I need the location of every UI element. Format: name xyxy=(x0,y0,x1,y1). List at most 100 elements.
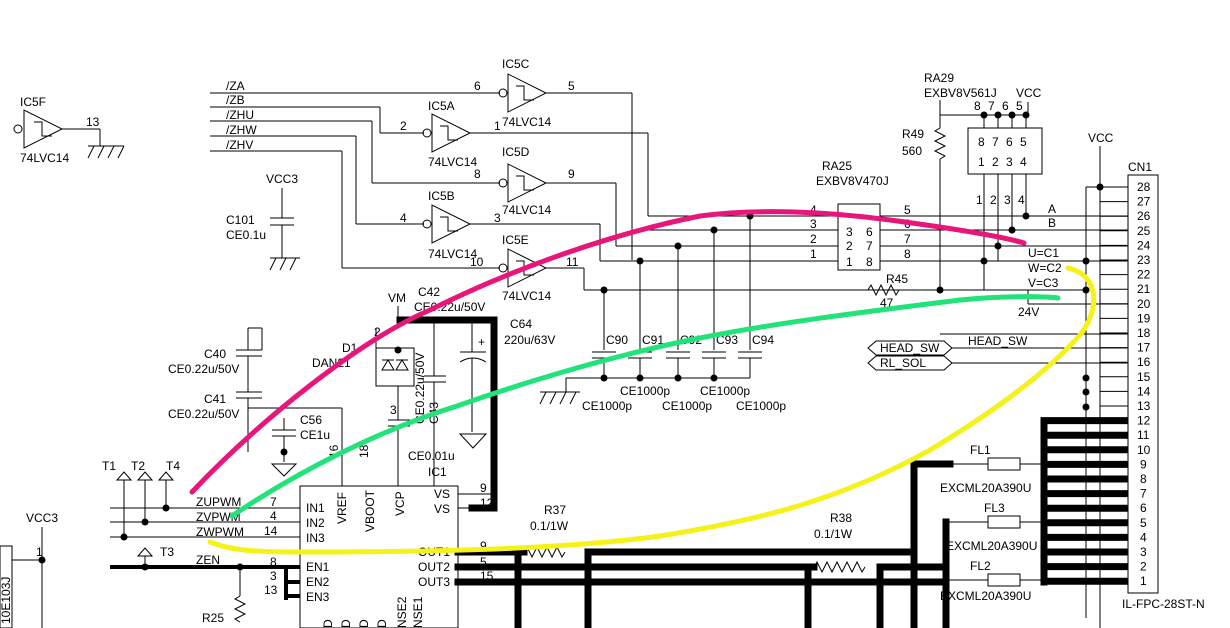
r45-ref: R45 xyxy=(886,272,908,286)
ic5c-pin-out: 5 xyxy=(568,79,575,93)
cn1-pin-12: 12 xyxy=(1137,414,1151,428)
ra25-l2: 2 xyxy=(846,239,853,253)
c43-value: CE0.22u/50V xyxy=(413,353,427,424)
junction-dot xyxy=(280,448,288,456)
ra25-input-wires xyxy=(600,229,838,262)
ic1-pin-9: 9 xyxy=(480,481,487,495)
ic1-nse1: NSE1 xyxy=(411,596,425,628)
cap-val-2: CE1000p xyxy=(700,384,750,398)
cap-val-1: CE1000p xyxy=(620,384,670,398)
ic1-vboot: VBOOT xyxy=(363,489,377,532)
ic1-d1: D xyxy=(321,619,335,628)
ra29-bt4: 5 xyxy=(1020,135,1027,149)
r37-ref: R37 xyxy=(544,503,566,517)
junction-dot xyxy=(600,286,608,294)
junction-dot xyxy=(804,563,812,571)
net-rl-sol: RL_SOL xyxy=(880,356,926,370)
ra29-pt4: 5 xyxy=(1016,99,1023,113)
r38-value: 0.1/1W xyxy=(814,527,853,541)
ic1-nse2: NSE2 xyxy=(395,596,409,628)
junction-dot xyxy=(980,111,988,119)
cn1-pin-23: 23 xyxy=(1137,253,1151,267)
ra29-ref: RA29 xyxy=(924,71,954,85)
cn1-pin-3: 3 xyxy=(1140,545,1147,559)
cap-val-4: CE1000p xyxy=(662,399,712,413)
net-t4: T4 xyxy=(166,459,180,473)
ra29-bt3: 6 xyxy=(1006,135,1013,149)
ra25-l1: 3 xyxy=(846,225,853,239)
ic1-pin-3: 3 xyxy=(270,569,277,583)
net-zen: ZEN xyxy=(196,553,220,567)
junction-dot xyxy=(141,518,149,526)
ic1-out2: OUT2 xyxy=(418,560,450,574)
junction-dot xyxy=(584,548,592,556)
ra25-ol3: 2 xyxy=(810,232,817,246)
ra25-r3: 8 xyxy=(866,255,873,269)
net-vc3: V=C3 xyxy=(1028,276,1059,290)
ic1-vs1: VS xyxy=(434,487,450,501)
r25-ref: R25 xyxy=(202,611,224,625)
capacitor-bank: C90 C91 C92 C93 C94 CE1000p CE1000p CE10… xyxy=(539,216,786,413)
cn1-pin-6: 6 xyxy=(1140,501,1147,515)
ra25-r1: 6 xyxy=(866,225,873,239)
junction-dot xyxy=(1082,403,1090,411)
ic1-en3: EN3 xyxy=(306,590,330,604)
net-head-sw-port: HEAD_SW xyxy=(880,341,940,355)
junction-dot xyxy=(1082,388,1090,396)
cn1-pin-17: 17 xyxy=(1137,341,1151,355)
cap-val-3: CE1000p xyxy=(582,399,632,413)
junction-dot xyxy=(994,111,1002,119)
ic1-pin-18: 18 xyxy=(357,444,371,458)
r49-value: 560 xyxy=(902,144,922,158)
ic1-driver: IC1 IN1 IN2 IN3 EN1 EN2 EN3 VREF VBOOT V… xyxy=(264,444,494,628)
ic5b-pin-in: 4 xyxy=(400,211,407,225)
ic5a-type: 74LVC14 xyxy=(428,155,477,169)
ic5f-gate: IC5F 74LVC14 13 xyxy=(13,95,125,165)
ic5e-type: 74LVC14 xyxy=(502,289,551,303)
fl1-value: EXCML20A390U xyxy=(940,481,1031,495)
cap-ce001u: CE0.01u xyxy=(408,449,455,463)
ic5c-pin-in: 6 xyxy=(474,79,481,93)
ic5f-ref: IC5F xyxy=(20,95,46,109)
junction-dot xyxy=(468,316,476,324)
ic5d-ref: IC5D xyxy=(502,145,530,159)
cn1-pin-27: 27 xyxy=(1137,195,1151,209)
ic1-in3: IN3 xyxy=(306,531,325,545)
ra29-bb4: 4 xyxy=(1020,155,1027,169)
cn1-vcc: VCC xyxy=(1088,131,1114,145)
d1-pin-3: 3 xyxy=(390,403,397,417)
net-zwpwm: ZWPWM xyxy=(196,525,244,539)
c64-ref: C64 xyxy=(510,317,532,331)
c93-ref: C93 xyxy=(716,333,738,347)
ra25-r2: 7 xyxy=(866,239,873,253)
cn1-pin-20: 20 xyxy=(1137,297,1151,311)
ra29-value: EXBV8V561J xyxy=(924,86,997,100)
ic5f-pin: 13 xyxy=(86,115,100,129)
c101-ref: C101 xyxy=(226,213,255,227)
junction-dot xyxy=(1082,257,1090,265)
junction-dot xyxy=(1082,374,1090,382)
c40-value: CE0.22u/50V xyxy=(168,362,239,376)
net-b: B xyxy=(1048,216,1056,230)
r45-resistor: R45 47 xyxy=(867,272,1086,310)
cn1-pin-21: 21 xyxy=(1137,282,1151,296)
ra25-l3: 1 xyxy=(846,255,853,269)
r38-ref: R38 xyxy=(830,511,852,525)
r49-resistor: R49 560 xyxy=(902,100,947,290)
ra29-vcc: VCC xyxy=(1016,86,1042,100)
ra25-value: EXBV8V470J xyxy=(816,174,889,188)
ic5f-type: 74LVC14 xyxy=(20,151,69,165)
c101-vcc3: VCC3 xyxy=(266,172,298,186)
ic1-vs2: VS xyxy=(434,502,450,516)
r49-ref: R49 xyxy=(902,127,924,141)
net-uc1: U=C1 xyxy=(1028,246,1059,260)
junction-dot xyxy=(710,374,718,382)
net-zhw: /ZHW xyxy=(226,123,257,137)
cn1-pin-28: 28 xyxy=(1137,180,1151,194)
junction-dot xyxy=(674,374,682,382)
c90-ref: C90 xyxy=(606,333,628,347)
ra25-ol1: 4 xyxy=(810,203,817,217)
junction-dot xyxy=(994,242,1002,250)
ic5c-gate: IC5C 6 5 74LVC14 xyxy=(474,57,633,260)
